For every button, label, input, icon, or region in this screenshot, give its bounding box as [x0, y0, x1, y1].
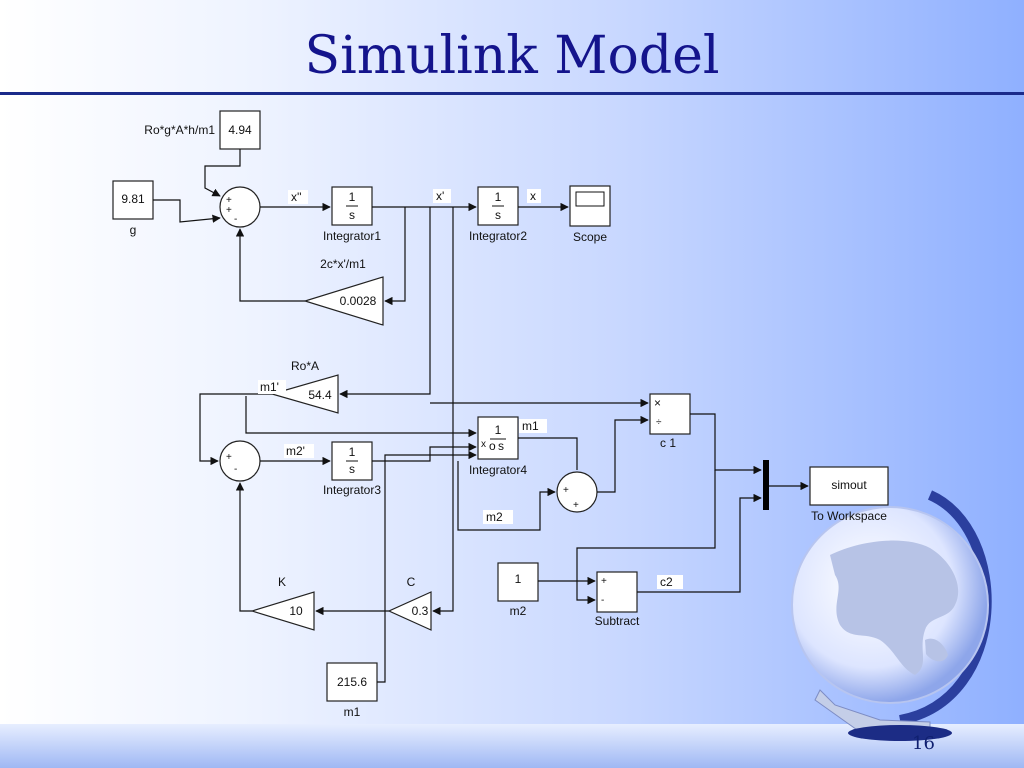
svg-text:0.0028: 0.0028: [340, 294, 377, 308]
constant-9-81[interactable]: 9.81: [112, 180, 154, 220]
svg-text:1: 1: [495, 190, 502, 204]
svg-text:x: x: [481, 439, 486, 450]
signal-lines: [153, 149, 809, 683]
page-number: 16: [912, 733, 935, 754]
label-m1-const: m1: [344, 705, 361, 719]
sum-block-2[interactable]: + -: [219, 440, 261, 482]
subtract-block[interactable]: + -: [596, 571, 638, 613]
label-c1: c 1: [660, 436, 676, 450]
svg-text:1: 1: [515, 572, 522, 586]
signal-m1-dot: m1': [260, 380, 279, 394]
svg-text:0.3: 0.3: [412, 604, 429, 618]
label-k: K: [278, 575, 286, 589]
label-integrator4: Integrator4: [469, 463, 527, 477]
svg-text:1: 1: [495, 423, 502, 437]
label-scope: Scope: [573, 230, 607, 244]
constant-215-6[interactable]: 215.6: [326, 662, 378, 702]
svg-text:9.81: 9.81: [121, 192, 145, 206]
to-workspace-block[interactable]: simout: [809, 466, 889, 506]
svg-text:s: s: [495, 208, 501, 222]
svg-text:simout: simout: [831, 478, 867, 492]
svg-text:÷: ÷: [656, 417, 662, 428]
gain-54-4[interactable]: 54.4: [269, 374, 339, 414]
svg-text:+: +: [226, 452, 232, 463]
svg-text:1: 1: [349, 190, 356, 204]
svg-text:+: +: [226, 205, 232, 216]
mux-block[interactable]: [763, 460, 769, 510]
svg-text:s: s: [498, 439, 504, 453]
label-g: g: [130, 223, 137, 237]
integrator3-block[interactable]: 1 s: [331, 441, 373, 481]
signal-m1: m1: [522, 419, 539, 433]
label-integrator2: Integrator2: [469, 229, 527, 243]
svg-text:10: 10: [289, 604, 303, 618]
svg-text:54.4: 54.4: [308, 388, 332, 402]
integrator2-block[interactable]: 1 s: [477, 186, 519, 226]
svg-text:×: ×: [654, 396, 661, 410]
constant-1[interactable]: 1: [497, 562, 539, 602]
integrator4-block[interactable]: 1 x o s: [477, 416, 519, 460]
signal-m2: m2: [486, 510, 503, 524]
svg-text:o: o: [489, 439, 496, 453]
label-2c-x-m1: 2c*x'/m1: [320, 257, 366, 271]
globe-icon: [791, 490, 992, 741]
signal-labels: x'' x' x m1' m2' m1 m2 c2: [258, 189, 683, 589]
label-to-workspace: To Workspace: [811, 509, 887, 523]
svg-text:-: -: [601, 595, 604, 606]
svg-text:-: -: [234, 464, 237, 475]
sum-block-1[interactable]: + + -: [219, 186, 261, 228]
svg-text:+: +: [563, 485, 569, 496]
svg-text:+: +: [226, 195, 232, 206]
label-c: C: [407, 575, 416, 589]
svg-text:s: s: [349, 208, 355, 222]
integrator1-block[interactable]: 1 s: [331, 186, 373, 226]
gain-0-0028[interactable]: 0.0028: [302, 276, 384, 326]
slide-title: Simulink Model: [304, 26, 720, 86]
title-divider: [0, 92, 1024, 95]
signal-c2: c2: [660, 575, 673, 589]
svg-text:1: 1: [349, 445, 356, 459]
label-subtract: Subtract: [595, 614, 640, 628]
scope-block[interactable]: [569, 185, 611, 227]
signal-x-double-dot: x'': [291, 190, 302, 204]
svg-text:s: s: [349, 462, 355, 476]
signal-x: x: [530, 189, 536, 203]
label-ro-a: Ro*A: [291, 359, 319, 373]
gain-0-3[interactable]: 0.3: [387, 591, 432, 631]
svg-text:+: +: [601, 576, 607, 587]
sum-block-3[interactable]: + +: [556, 471, 598, 513]
label-m2-const: m2: [510, 604, 527, 618]
label-integrator1: Integrator1: [323, 229, 381, 243]
product-block-c1[interactable]: × ÷: [649, 393, 691, 435]
gain-10[interactable]: 10: [249, 591, 315, 631]
svg-text:4.94: 4.94: [228, 123, 252, 137]
label-ro-g-a-h-m1: Ro*g*A*h/m1: [144, 123, 215, 137]
signal-x-dot: x': [436, 189, 444, 203]
constant-4-94[interactable]: 4.94: [219, 110, 261, 150]
signal-m2-dot: m2': [286, 444, 305, 458]
label-integrator3: Integrator3: [323, 483, 381, 497]
svg-text:215.6: 215.6: [337, 675, 367, 689]
svg-text:+: +: [573, 500, 579, 511]
svg-text:-: -: [234, 214, 237, 225]
